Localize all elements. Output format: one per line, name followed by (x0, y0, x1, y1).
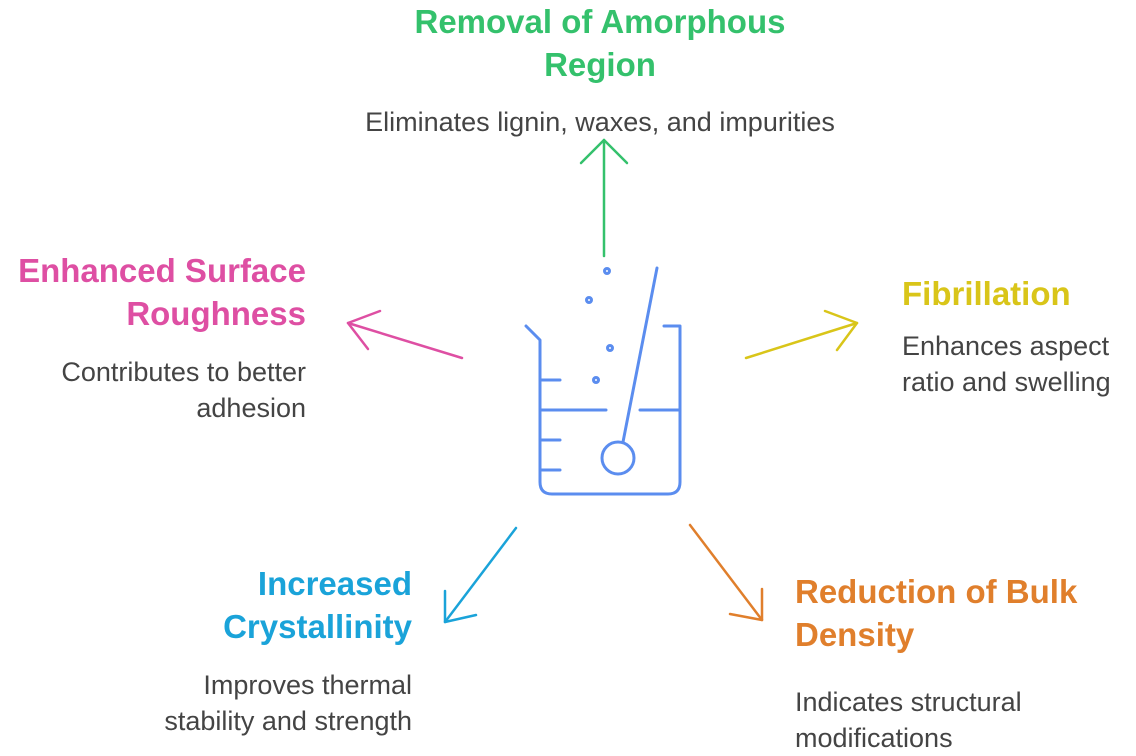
crystallinity-description: Improves thermal stability and strength (164, 670, 412, 736)
stirring-rod-tip (600, 440, 636, 476)
arrow-crystallinity (443, 526, 518, 624)
bubble (585, 296, 593, 304)
arrow-fibrillation (744, 309, 859, 360)
stirring-rod (621, 266, 659, 444)
removal-description: Eliminates lignin, waxes, and impurities (365, 107, 835, 137)
bubble (606, 344, 614, 352)
arrow-surface (346, 309, 464, 360)
arrow-removal (579, 138, 629, 258)
bulk-density-description: Indicates structural modifications (795, 687, 1022, 753)
removal-title: Removal of Amorphous Region (414, 3, 786, 83)
fibrillation-description: Enhances aspect ratio and swelling (902, 331, 1111, 397)
beaker-outline (524, 324, 682, 496)
bubble (603, 267, 611, 275)
beaker-icon (524, 266, 682, 496)
arrow-bulk-density (688, 523, 764, 622)
crystallinity-title: Increased Crystallinity (223, 565, 412, 645)
fibrillation-title: Fibrillation (902, 275, 1071, 312)
surface-description: Contributes to better adhesion (61, 357, 306, 423)
surface-title: Enhanced Surface Roughness (18, 252, 306, 332)
bulk-density-title: Reduction of Bulk Density (795, 573, 1078, 653)
bubble (592, 376, 600, 384)
